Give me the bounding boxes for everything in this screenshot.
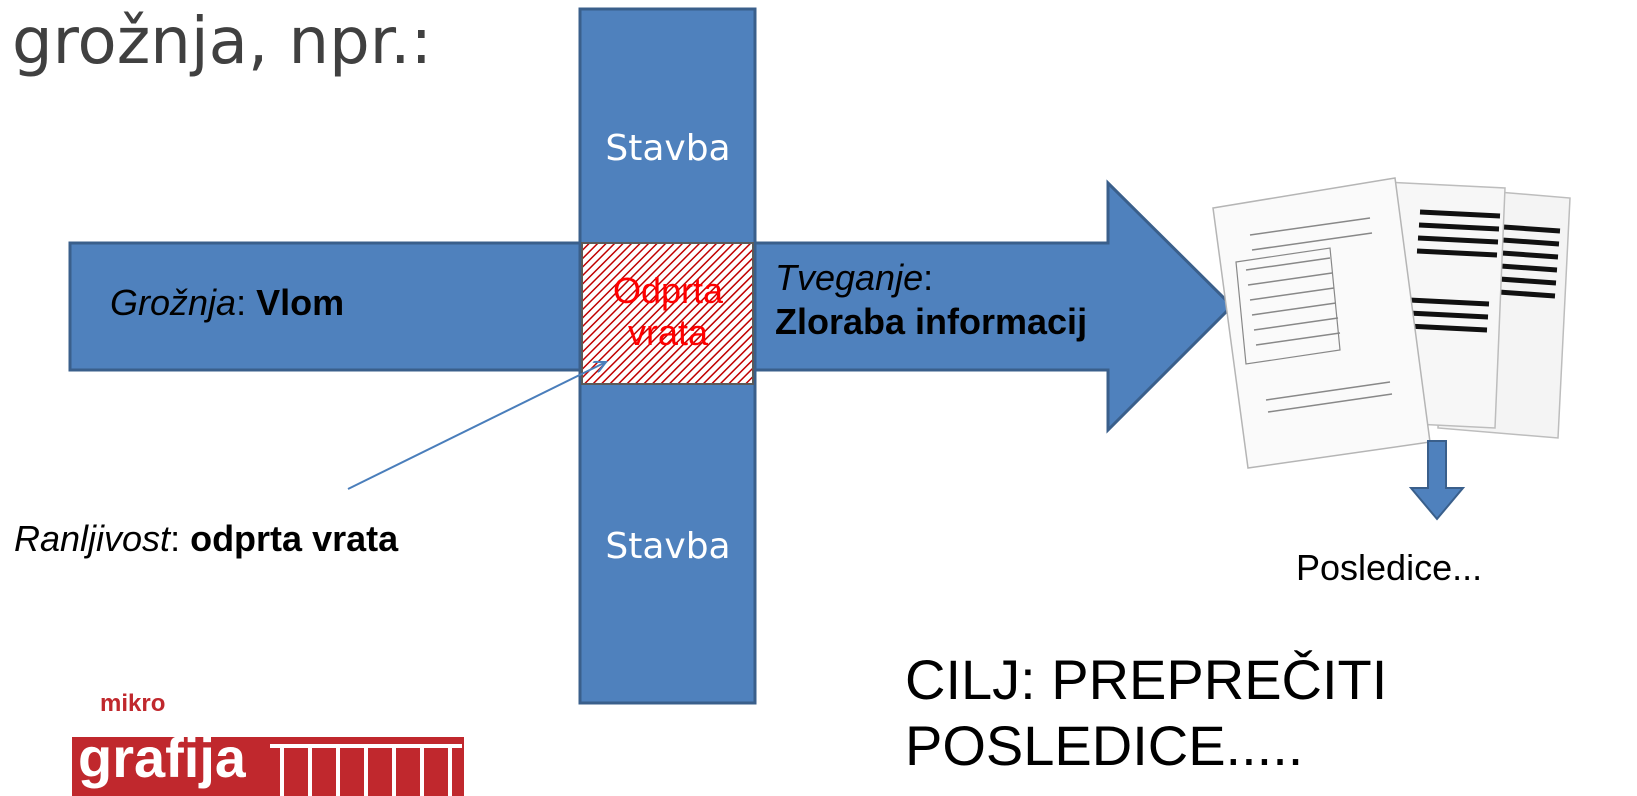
goal-line-1: CILJ: PREPREČITI (905, 648, 1388, 711)
open-door-area (581, 242, 754, 385)
documents-stack-icon (1212, 177, 1571, 469)
pointer-arrow-icon (347, 362, 606, 490)
vulnerability-label: Ranljivost: odprta vrata (14, 518, 398, 560)
risk-label: Tveganje: Zloraba informacij (775, 256, 1087, 344)
risk-value: Zloraba informacij (775, 301, 1088, 342)
threat-separator: : (236, 282, 257, 323)
threat-label: Grožnja: Vlom (110, 282, 344, 324)
door-line-2: vrata (627, 312, 709, 353)
building-bottom-label: Stavba (605, 526, 731, 567)
logo-top-text: mikro (100, 690, 166, 717)
threat-term: Grožnja (110, 282, 237, 323)
door-label: Odprta vrata (580, 270, 756, 354)
company-logo (72, 737, 464, 796)
threat-value: Vlom (256, 282, 345, 323)
goal-text: CILJ: PREPREČITI POSLEDICE..... (905, 647, 1387, 779)
building-top-label: Stavba (605, 128, 731, 169)
vulnerability-value: odprta vrata (190, 518, 399, 559)
door-line-1: Odprta (612, 270, 724, 311)
risk-separator: : (923, 257, 934, 298)
vulnerability-separator: : (170, 518, 191, 559)
consequences-label: Posledice... (1296, 547, 1483, 588)
goal-line-2: POSLEDICE..... (905, 714, 1304, 777)
vulnerability-term: Ranljivost (14, 518, 171, 559)
risk-term: Tveganje (775, 257, 924, 298)
down-arrow-icon (1408, 440, 1466, 521)
logo-main-text: grafija (78, 728, 247, 789)
page-title: grožnja, npr.: (12, 5, 433, 79)
